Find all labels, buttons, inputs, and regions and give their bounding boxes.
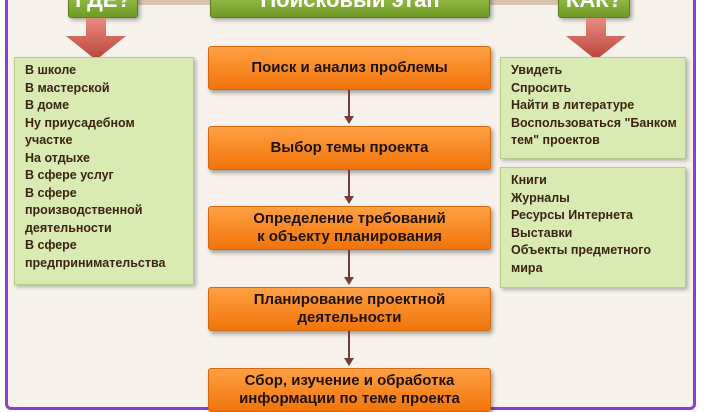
header-where-label: ГДЕ? xyxy=(75,0,131,13)
where-item: На отдыхе xyxy=(25,150,90,165)
header-stage-label: Поисковый этап xyxy=(260,0,439,13)
step-topic-choice: Выбор темы проекта xyxy=(208,126,491,170)
step-label: Сбор, изучение и обработка информации по… xyxy=(239,372,460,407)
flow-arrow-icon xyxy=(344,116,354,124)
sources-panel: Книги Журналы Ресурсы Интернета Выставки… xyxy=(500,167,686,288)
how-item: Найти в литературе xyxy=(511,98,635,112)
flow-arrow-icon xyxy=(344,277,354,285)
header-how-label: КАК? xyxy=(566,0,622,13)
where-item: В школе xyxy=(25,63,77,77)
step-information-processing: Сбор, изучение и обработка информации по… xyxy=(208,368,491,412)
where-item: В сфере производственной деятельности xyxy=(25,185,143,235)
where-arrow-icon xyxy=(66,18,126,60)
step-planning: Планирование проектной деятельности xyxy=(208,287,491,331)
flow-line xyxy=(348,90,350,116)
source-item: Журналы xyxy=(511,190,570,205)
source-item: Ресурсы Интернета xyxy=(511,208,633,222)
flow-arrow-icon xyxy=(344,358,354,366)
how-item: Увидеть xyxy=(511,63,563,77)
step-label: Планирование проектной деятельности xyxy=(253,291,446,326)
where-item: В мастерской xyxy=(25,80,110,95)
where-item: В сфере предпринимательства xyxy=(25,238,166,270)
how-arrow-icon xyxy=(566,18,626,60)
source-item: Выставки xyxy=(511,225,573,240)
where-panel: В школе В мастерской В доме Ну приусадеб… xyxy=(14,57,194,285)
flow-arrow-icon xyxy=(344,196,354,204)
how-item: Спросить xyxy=(511,80,572,95)
source-item: Объекты предметного мира xyxy=(511,243,651,275)
step-label: Поиск и анализ проблемы xyxy=(251,59,448,76)
where-item: В доме xyxy=(25,98,70,112)
source-item: Книги xyxy=(511,173,547,187)
flow-line xyxy=(348,250,350,277)
flow-line xyxy=(348,170,350,196)
header-connector-right xyxy=(490,0,558,5)
step-label: Определение требований к объекту планиро… xyxy=(253,210,446,245)
step-requirements: Определение требований к объекту планиро… xyxy=(208,206,491,250)
how-panel: Увидеть Спросить Найти в литературе Восп… xyxy=(500,57,686,159)
step-problem-analysis: Поиск и анализ проблемы xyxy=(208,46,491,90)
header-how: КАК? xyxy=(558,0,630,18)
where-item: Ну приусадебном участке xyxy=(25,115,135,148)
header-where: ГДЕ? xyxy=(68,0,138,18)
flow-line xyxy=(348,331,350,358)
step-label: Выбор темы проекта xyxy=(270,139,429,156)
header-connector-left xyxy=(138,0,210,5)
header-stage: Поисковый этап xyxy=(210,0,490,18)
how-item: Воспользоваться "Банком тем" проектов xyxy=(511,115,677,148)
where-item: В сфере услуг xyxy=(25,168,114,182)
